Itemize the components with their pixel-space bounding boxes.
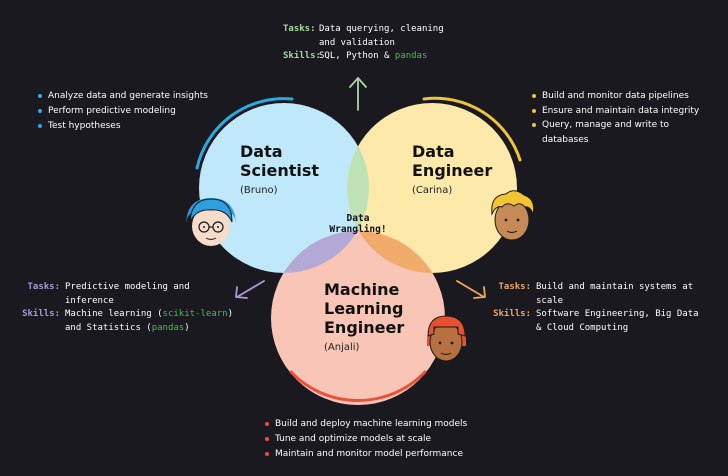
pandas-highlight: pandas (394, 51, 428, 61)
list-item: Perform predictive modeling (36, 104, 208, 119)
bruno-avatar (186, 198, 236, 246)
ml-engineer-person: (Anjali) (324, 342, 360, 353)
data-engineer-arc (422, 96, 522, 162)
left-tasks-skills: Tasks:Predictive modeling and inference … (20, 281, 233, 335)
scikit-learn-highlight: scikit-learn (162, 309, 228, 319)
list-item: Test hypotheses (36, 119, 208, 134)
right-tasks-skills: Tasks:Build and maintain systems at scal… (491, 281, 699, 335)
list-item: Maintain and monitor model performance (263, 447, 467, 462)
ml-engineer-circle (271, 231, 445, 405)
data-scientist-person: (Bruno) (240, 185, 278, 196)
list-item: databases (542, 134, 589, 145)
arrow-down-right-icon (456, 280, 486, 299)
data-engineer-circle (347, 103, 517, 273)
tasks-label: Tasks: (283, 24, 316, 34)
carina-avatar (491, 190, 535, 241)
skills-label: Skills: (22, 309, 60, 319)
data-scientist-arc (195, 97, 294, 170)
data-engineer-person: (Carina) (412, 185, 453, 196)
list-item: Tune and optimize models at scale (263, 432, 467, 447)
ml-engineer-arc (289, 370, 427, 402)
top-tasks-skills: Tasks:Data querying, cleaning and valida… (283, 23, 444, 64)
ml-engineer-title: Machine Learning Engineer (324, 280, 405, 337)
skills-label: Skills: (493, 309, 531, 319)
arrow-down-left-icon (235, 280, 265, 299)
anjali-avatar (426, 315, 467, 362)
list-item: Ensure and maintain data integrity (530, 104, 699, 119)
list-item: Build and monitor data pipelines (530, 89, 699, 104)
arrow-up-icon (349, 77, 367, 111)
list-item: Analyze data and generate insights (36, 89, 208, 104)
tasks-label: Tasks: (498, 282, 531, 292)
data-engineer-bullets: Build and monitor data pipelines Ensure … (530, 89, 699, 147)
data-engineer-title: Data Engineer (412, 142, 493, 180)
skills-label: Skills: (283, 51, 321, 61)
tasks-label: Tasks: (27, 282, 60, 292)
ml-engineer-bullets: Build and deploy machine learning models… (263, 417, 467, 462)
data-scientist-circle (199, 103, 369, 273)
center-label: Data Wrangling! (329, 213, 387, 235)
pandas-highlight: pandas (151, 322, 185, 333)
list-item: Query, manage and write to (530, 118, 699, 133)
data-scientist-title: Data Scientist (240, 142, 320, 180)
list-item: Build and deploy machine learning models (263, 417, 467, 432)
data-scientist-bullets: Analyze data and generate insights Perfo… (36, 89, 208, 134)
